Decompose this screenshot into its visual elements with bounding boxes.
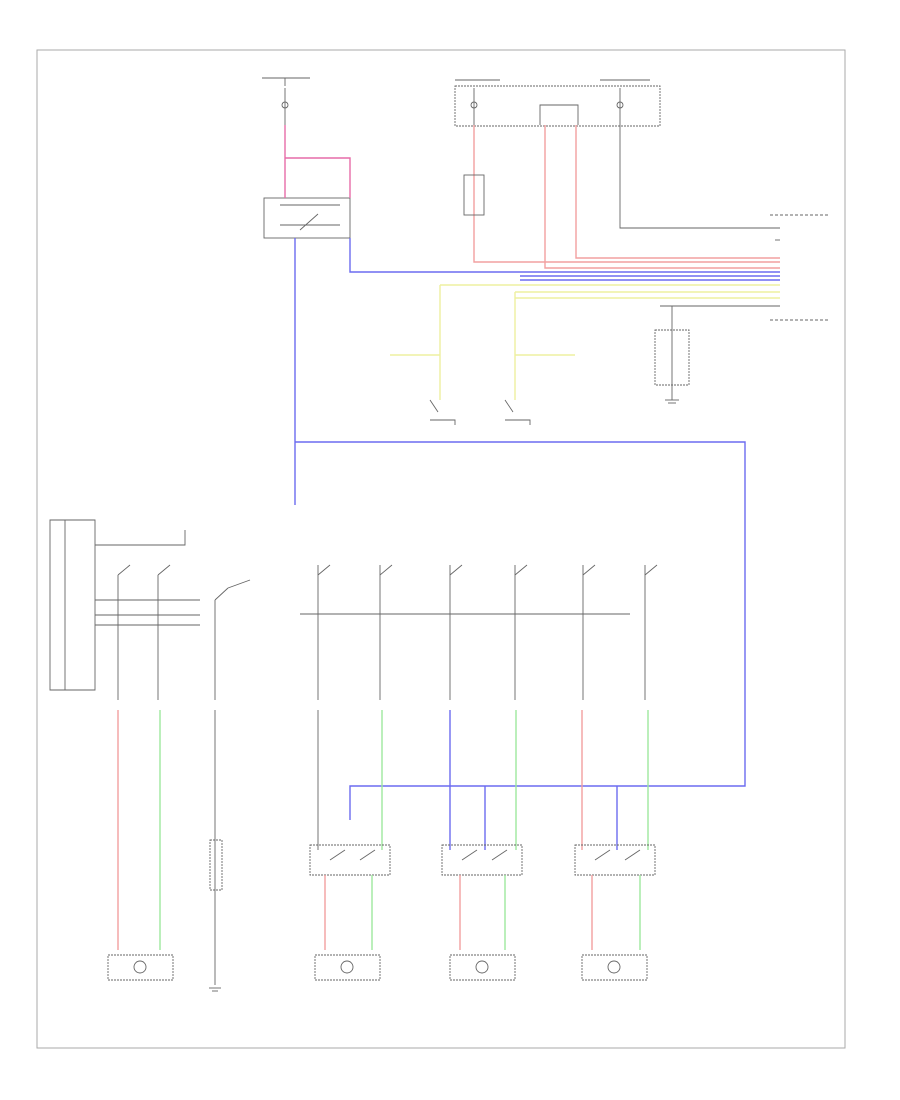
- ground-symbol-left: [209, 987, 221, 992]
- power-window-relay: [263, 197, 351, 239]
- master-switch-bracket: [95, 530, 186, 546]
- left-rear-switch-group: [317, 564, 393, 700]
- junction-block-right: [654, 329, 690, 386]
- left-front-switch: [117, 575, 159, 700]
- wire-harness-bundle: [440, 275, 780, 307]
- fuse-block-left: [454, 79, 661, 127]
- lock-switch: [214, 587, 229, 700]
- master-switch-housing: [49, 519, 96, 691]
- red-wire-fuse-a: [473, 125, 780, 263]
- lock-circuit-breaker: [209, 839, 223, 891]
- right-front-switch-group: [449, 564, 528, 700]
- right-front-window-switch: [441, 844, 523, 876]
- right-jamb-switch: [504, 399, 531, 425]
- right-rear-window-motor: [581, 954, 648, 981]
- right-rear-switch-group: [582, 564, 658, 700]
- left-front-window-motor: [107, 954, 174, 981]
- left-jamb-switch: [429, 399, 456, 425]
- red-wire-fuse-c: [575, 125, 780, 259]
- diagram-frame: [36, 49, 846, 1049]
- fuse-block-right: [600, 79, 650, 125]
- red-wire-fuse-b: [544, 125, 780, 269]
- pink-wire-relay-coil: [285, 157, 351, 198]
- block-jumper: [539, 104, 579, 125]
- circuit-breaker: [463, 174, 485, 216]
- hot-at-all-times-fuse: [262, 77, 310, 125]
- right-front-window-motor: [449, 954, 516, 981]
- blue-wire-relay-output: [349, 238, 780, 273]
- blue-wire-bus-loop: [295, 441, 746, 820]
- left-rear-window-switch: [309, 844, 391, 876]
- black-wire-right-fuse: [619, 125, 780, 229]
- right-rear-window-switch: [574, 844, 656, 876]
- ground-symbol-jamb: [665, 399, 679, 404]
- left-rear-window-motor: [314, 954, 381, 981]
